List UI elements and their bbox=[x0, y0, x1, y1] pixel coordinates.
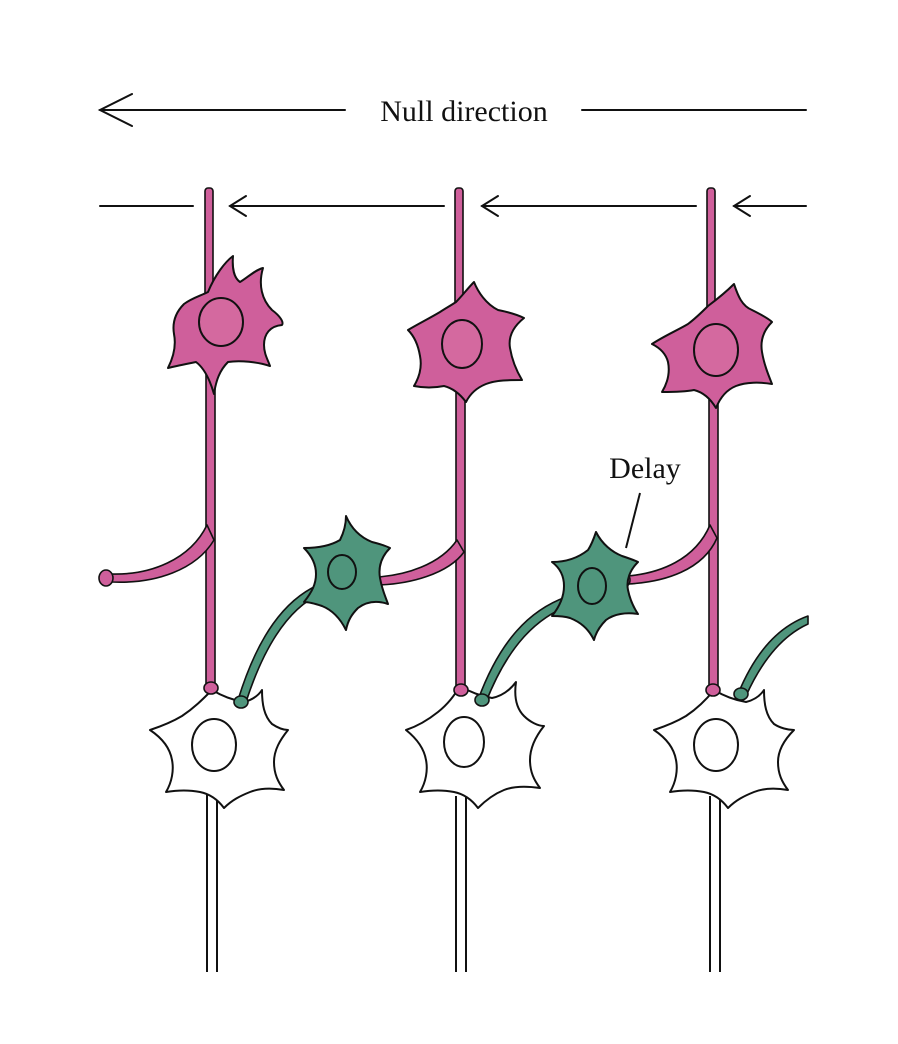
delay-label: Delay bbox=[609, 452, 681, 485]
output-cell-nucleus bbox=[444, 717, 484, 767]
output-cell-nucleus bbox=[192, 719, 236, 771]
pink-cell-1 bbox=[168, 256, 283, 394]
pink-cell-nucleus bbox=[442, 320, 482, 368]
output-cell-1 bbox=[150, 690, 288, 808]
output-cell-nucleus bbox=[694, 719, 738, 771]
green-delay-cell-2 bbox=[552, 532, 638, 640]
null-direction-label: Null direction bbox=[380, 95, 547, 128]
delay-pointer-line bbox=[626, 493, 640, 548]
output-axons bbox=[207, 790, 720, 972]
pink-cell-2 bbox=[408, 282, 524, 402]
output-cell-3 bbox=[654, 690, 794, 808]
pink-cell-3 bbox=[652, 284, 772, 408]
pink-cell-nucleus bbox=[694, 324, 738, 376]
green-delay-cell-1 bbox=[304, 516, 390, 630]
pink-cell-nucleus bbox=[199, 298, 243, 346]
green-cell-nucleus bbox=[578, 568, 606, 604]
pink-axons bbox=[206, 360, 718, 690]
green-cell-nucleus bbox=[328, 555, 356, 589]
